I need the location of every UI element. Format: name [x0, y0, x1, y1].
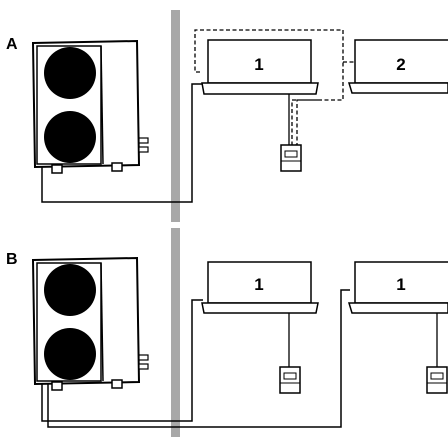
- outdoor-unit: [31, 39, 149, 174]
- remote-controller: [279, 366, 301, 394]
- panel-a: A 1: [6, 10, 448, 222]
- panel-b: B 1: [6, 228, 448, 437]
- refrigerant-pipe: [41, 83, 203, 203]
- fan-icon: [44, 111, 96, 163]
- indoor-unit-2: 2: [347, 39, 448, 94]
- indoor-unit-number: 2: [396, 55, 405, 74]
- fan-icon: [44, 47, 96, 99]
- indoor-unit-number: 1: [254, 275, 263, 294]
- remote-controller: [426, 366, 448, 394]
- indoor-unit-number: 1: [396, 275, 405, 294]
- remote-controller: [280, 144, 302, 172]
- refrigerant-pipe: [47, 289, 350, 428]
- wall: [171, 10, 180, 222]
- indoor-unit-1: 1: [201, 261, 319, 314]
- wall: [171, 228, 180, 437]
- indoor-unit-number: 1: [254, 55, 263, 74]
- panel-a-label: A: [6, 36, 18, 53]
- outdoor-unit: [31, 256, 149, 391]
- refrigerant-pipe: [41, 299, 203, 422]
- fan-icon: [44, 328, 96, 380]
- communication-line: [194, 29, 344, 146]
- panel-b-label: B: [6, 251, 18, 268]
- indoor-unit-1: 1: [347, 261, 448, 314]
- fan-icon: [44, 264, 96, 316]
- indoor-unit-1: 1: [201, 39, 319, 95]
